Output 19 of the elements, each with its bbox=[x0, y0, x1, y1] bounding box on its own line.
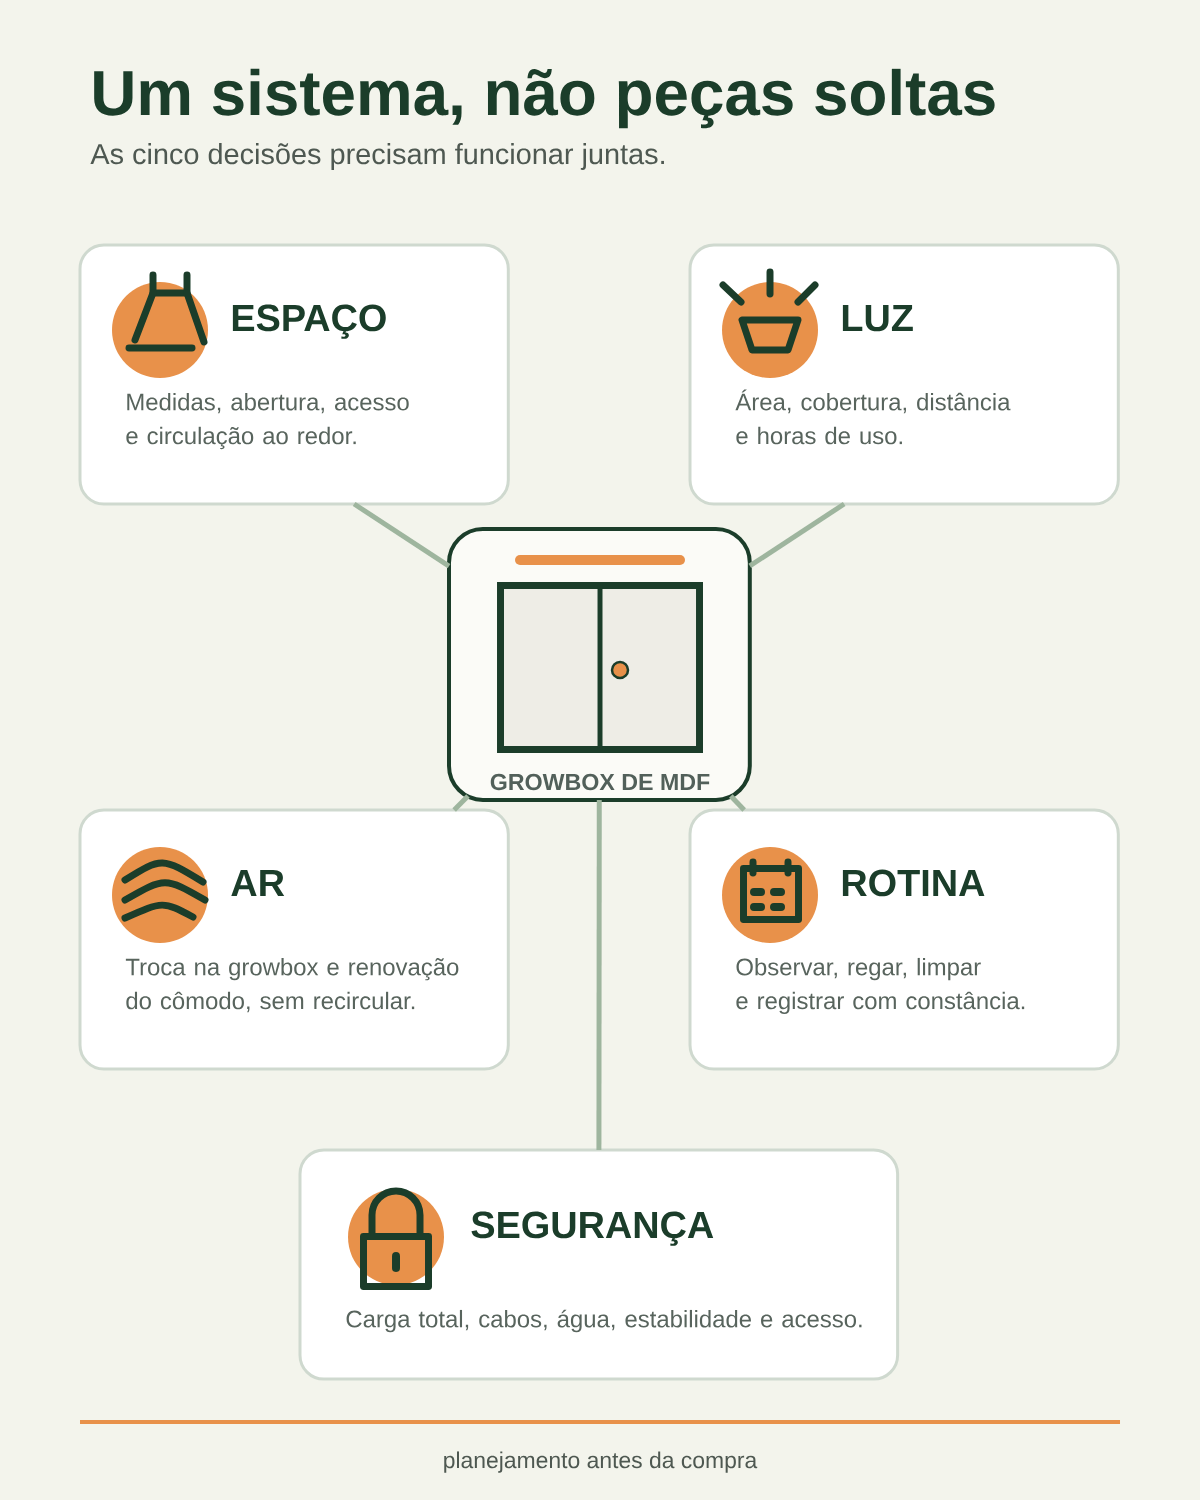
card-text: Troca na growbox e renovação do cômodo, sem recircular. bbox=[125, 957, 459, 1013]
title: Um sistema, não peças soltas bbox=[94, 68, 995, 129]
connector-line bbox=[352, 501, 451, 569]
connector-line bbox=[596, 799, 602, 1150]
card-text: Observar, regar, limpar e registrar com constância. bbox=[736, 957, 1025, 1015]
card-text: Carga total, cabos, água, estabilidade e acesso. bbox=[346, 1309, 862, 1333]
card-text: Área, cobertura, distância e horas de uso. bbox=[735, 389, 1011, 445]
card-heading: AR bbox=[231, 869, 285, 896]
card-heading: ESPAÇO bbox=[232, 304, 386, 339]
footer-text: planejamento antes da compra bbox=[444, 1451, 758, 1473]
subtitle: As cinco decisões precisam funcionar juntas. bbox=[90, 143, 664, 170]
connector-line bbox=[748, 501, 846, 568]
connector-line bbox=[729, 794, 746, 812]
card-heading: ROTINA bbox=[842, 869, 985, 897]
card-text: Medidas, abertura, acesso e circulação ao redor. bbox=[126, 392, 409, 450]
center-label: GROWBOX DE MDF bbox=[490, 773, 710, 791]
card-heading: SEGURANÇA bbox=[471, 1211, 714, 1246]
connector-line bbox=[452, 794, 470, 812]
card-heading: LUZ bbox=[842, 304, 913, 332]
